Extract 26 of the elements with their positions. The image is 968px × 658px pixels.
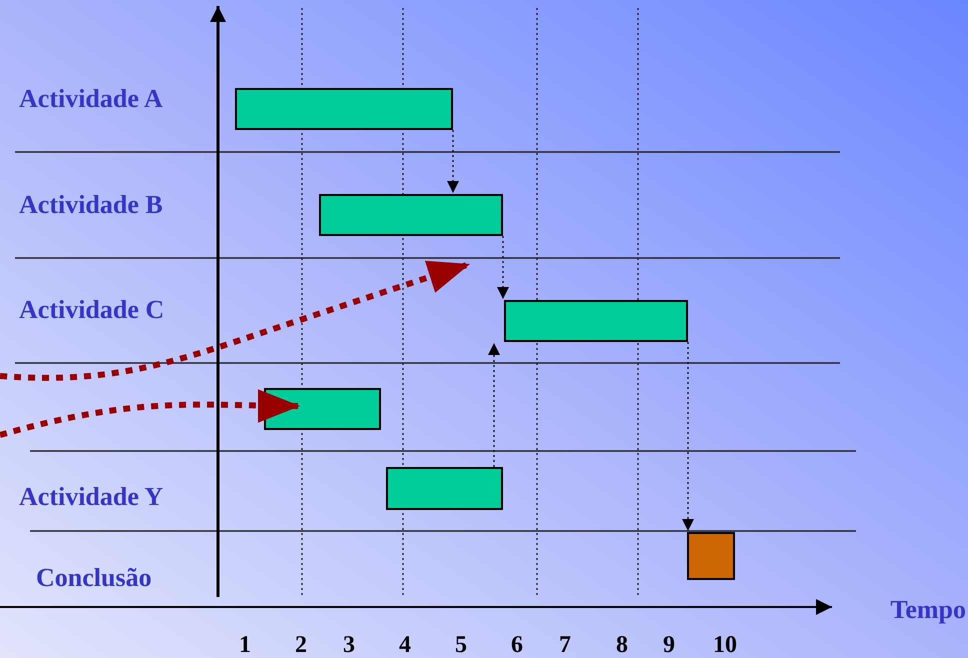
row-label: Actividade Y <box>19 484 164 510</box>
row-label: Actividade C <box>19 297 164 323</box>
task-bar <box>504 300 688 342</box>
task-bar <box>386 467 503 510</box>
dashed-arrow <box>0 388 300 438</box>
tick-label: 3 <box>343 633 355 657</box>
tick-label: 1 <box>239 633 251 657</box>
tick-label: 9 <box>663 633 675 657</box>
dotted-arrow <box>447 130 459 193</box>
tick-label: 10 <box>713 633 737 657</box>
task-bar <box>319 194 503 236</box>
tick-label: 5 <box>455 633 467 657</box>
dotted-arrow <box>682 342 694 531</box>
row-label: Actividade A <box>19 86 163 112</box>
axis-label: Tempo <box>890 597 966 623</box>
row-label: Actividade B <box>19 192 163 218</box>
tick-label: 8 <box>616 633 628 657</box>
dotted-arrow <box>497 236 509 299</box>
dotted-arrow <box>488 343 500 467</box>
milestone-box <box>687 532 735 580</box>
tick-label: 6 <box>511 633 523 657</box>
tick-label: 2 <box>295 633 307 657</box>
tick-label: 4 <box>399 633 411 657</box>
task-bar <box>235 88 453 130</box>
tick-label: 7 <box>559 633 571 657</box>
row-label: Conclusão <box>36 565 152 591</box>
